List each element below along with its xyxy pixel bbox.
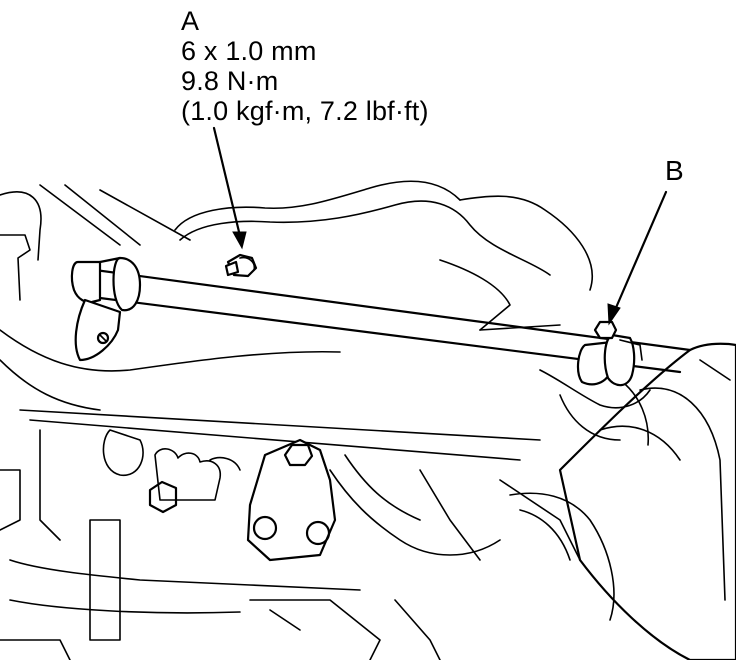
right-bushing-clamp bbox=[576, 320, 643, 387]
callout-a-torque: 9.8 N·m bbox=[181, 66, 279, 96]
callout-a-torque-alt: (1.0 kgf·m, 7.2 lbf·ft) bbox=[181, 96, 429, 126]
callout-a-letter: A bbox=[181, 6, 200, 36]
leader-a bbox=[212, 126, 247, 250]
callout-b-letter: B bbox=[665, 155, 684, 186]
left-bushing-bracket bbox=[70, 256, 142, 362]
callout-b: B bbox=[665, 156, 684, 186]
subframe-background bbox=[0, 180, 736, 660]
callout-a: A 6 x 1.0 mm 9.8 N·m (1.0 kgf·m, 7.2 lbf… bbox=[181, 6, 429, 126]
leader-b bbox=[607, 190, 668, 326]
callout-a-size: 6 x 1.0 mm bbox=[181, 36, 317, 66]
bolt-a bbox=[224, 253, 258, 278]
